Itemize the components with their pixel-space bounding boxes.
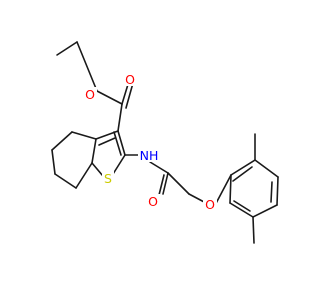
bond [125, 82, 134, 109]
bond [96, 90, 123, 105]
bond [98, 137, 116, 146]
bond [276, 176, 279, 206]
bond [51, 149, 56, 175]
amide-oxygen-label: O [148, 194, 158, 209]
bond [252, 204, 278, 218]
bond [158, 174, 165, 196]
sulfur-label: S [104, 171, 112, 186]
bond [113, 131, 122, 156]
bond [233, 200, 251, 212]
bond [252, 216, 255, 244]
ester-oxygen-label: O [85, 87, 95, 102]
bond [254, 159, 279, 178]
molecule-canvas: O O NH S O O [51, 41, 279, 244]
structure-diagram: O O NH S O O [51, 41, 279, 244]
bond [229, 202, 254, 218]
bond [75, 162, 93, 189]
bond [270, 181, 273, 203]
bond [91, 138, 97, 164]
bond [117, 103, 123, 132]
nh-label: NH [140, 148, 159, 163]
bond [71, 131, 97, 140]
bond [117, 130, 126, 156]
bond [232, 166, 253, 182]
bond [162, 172, 169, 195]
ether-oxygen-label: O [205, 197, 215, 212]
bond [51, 131, 73, 151]
carbonyl-oxygen-label: O [125, 72, 135, 87]
bond [167, 172, 190, 195]
bond [149, 161, 169, 174]
bonds [51, 41, 279, 244]
bond [230, 159, 256, 176]
bond [95, 130, 119, 140]
bond [54, 173, 77, 189]
atom-labels: O O NH S O O [83, 72, 217, 212]
bond [76, 41, 98, 92]
bond [229, 174, 232, 204]
bond [56, 41, 78, 56]
